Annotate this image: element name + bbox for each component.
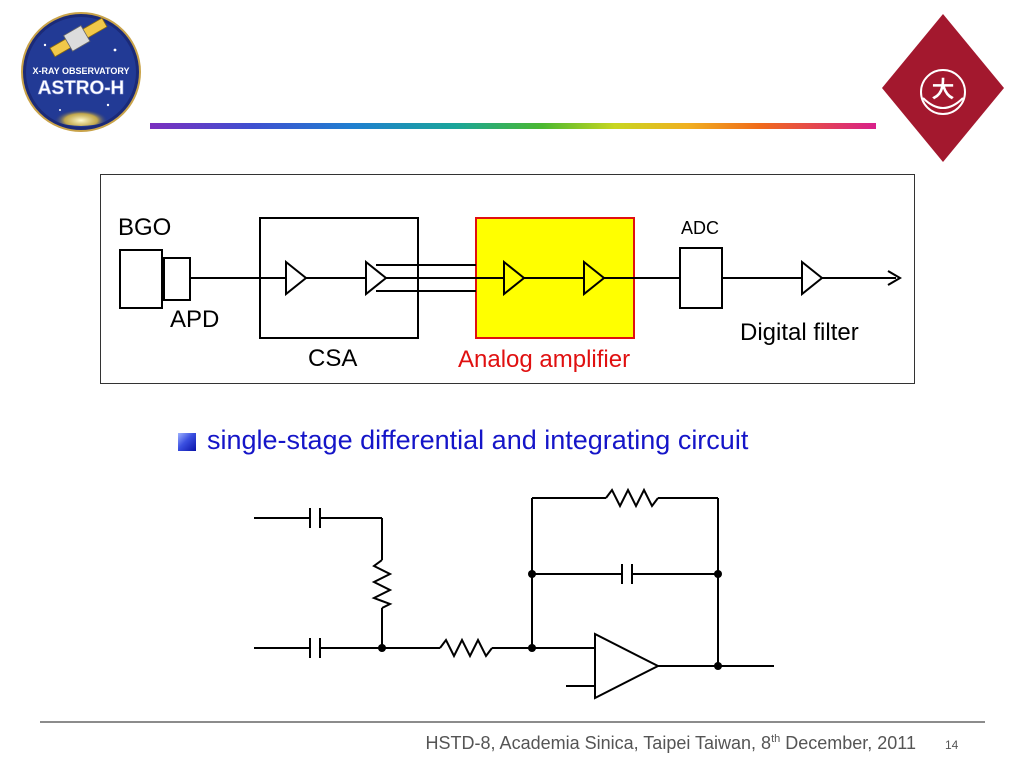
astro-logo-title: ASTRO-H xyxy=(38,78,125,99)
analog-amp-2 xyxy=(583,259,606,297)
page-number: 14 xyxy=(945,738,959,752)
label-adc: ADC xyxy=(681,218,720,238)
footer-text: HSTD-8, Academia Sinica, Taipei Taiwan, … xyxy=(426,733,916,754)
footer-text-date: December, 2011 xyxy=(780,733,916,753)
astro-logo-subtitle: X-RAY OBSERVATORY xyxy=(32,66,129,76)
apd-block xyxy=(163,257,191,301)
output-arrow xyxy=(887,270,902,286)
adc-block xyxy=(679,247,723,309)
footer-superscript: th xyxy=(771,733,781,745)
university-logo: 大 xyxy=(882,14,1004,162)
series-resistor xyxy=(439,637,493,659)
bgo-crystal xyxy=(119,249,163,309)
op-amp xyxy=(594,632,661,700)
footer-divider xyxy=(40,721,985,723)
analog-amp-1 xyxy=(503,259,526,297)
label-analog-amplifier: Analog amplifier xyxy=(458,346,631,373)
university-logo-glyph: 大 xyxy=(932,78,954,103)
bullet-square-icon xyxy=(178,433,196,451)
circuit-schematic xyxy=(254,487,774,700)
label-bgo: BGO xyxy=(118,214,172,241)
bullet-text: single-stage differential and integratin… xyxy=(207,425,749,455)
csa-amp-2 xyxy=(365,259,388,297)
block-diagram-frame xyxy=(100,174,915,384)
label-apd: APD xyxy=(170,306,220,333)
astro-h-logo: X-RAY OBSERVATORY ASTRO-H xyxy=(21,12,141,132)
label-digital-filter: Digital filter xyxy=(740,319,859,346)
csa-amp-1 xyxy=(285,259,308,297)
label-csa: CSA xyxy=(308,345,358,372)
feedback-resistor xyxy=(605,487,659,509)
footer-text-main: HSTD-8, Academia Sinica, Taipei Taiwan, … xyxy=(425,733,772,753)
header-rainbow-bar xyxy=(150,123,876,129)
vertical-resistor xyxy=(371,559,393,609)
digital-filter-symbol xyxy=(801,259,824,297)
